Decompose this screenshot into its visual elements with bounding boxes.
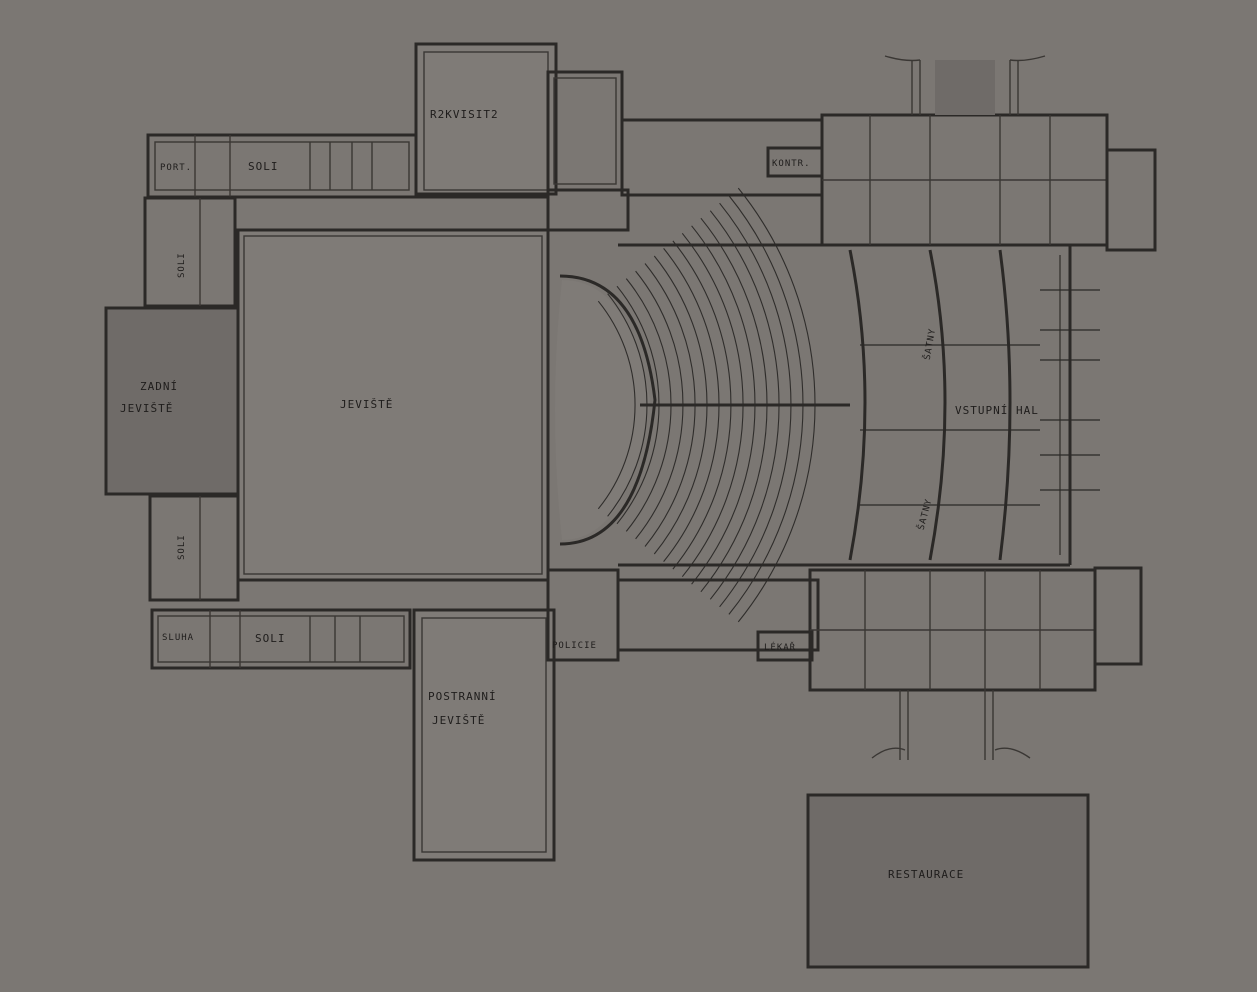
label-soli-left-upper: SOLI [177, 252, 187, 278]
lower-right-wing [616, 566, 1143, 760]
orchestra-pit [555, 274, 657, 546]
label-rekvizity: R2KVISIT2 [430, 108, 499, 121]
label-jeviste: JEVIŠTĚ [340, 398, 393, 411]
label-soli-bottom: SOLI [255, 632, 286, 645]
label-postranni-line1: POSTRANNÍ [428, 690, 497, 703]
label-zadni-line1: ZADNÍ [140, 380, 178, 393]
label-sluha: SLUHA [162, 633, 194, 643]
label-soli-left-lower: SOLI [177, 534, 187, 560]
restaurant [806, 793, 1090, 969]
upper-right-wing [620, 55, 1157, 252]
side-stage [412, 608, 556, 862]
label-soli-top: SOLI [248, 160, 279, 173]
rear-stage [104, 306, 240, 496]
label-vstupni-hal: VSTUPNÍ HAL [955, 404, 1039, 417]
seating-row [597, 300, 636, 510]
label-postranni-line2: JEVIŠTĚ [432, 714, 485, 727]
label-port: PORT. [160, 163, 192, 173]
label-lekar: LÉKAŘ [764, 641, 796, 653]
label-policie: POLICIE [552, 641, 597, 651]
label-restaurace: RESTAURACE [888, 868, 964, 881]
left-lower-wing [148, 494, 548, 670]
main-stage [236, 195, 550, 582]
label-zadni-line2: JEVIŠTĚ [120, 402, 173, 415]
left-service-wing [143, 133, 418, 308]
label-kontr: KONTR. [772, 159, 811, 169]
label-satny-upper: ŠATNY [921, 327, 938, 361]
rekvizity-room [414, 42, 558, 196]
circulation-arrows [860, 289, 1100, 506]
label-satny-lower: ŠATNY [915, 497, 935, 531]
